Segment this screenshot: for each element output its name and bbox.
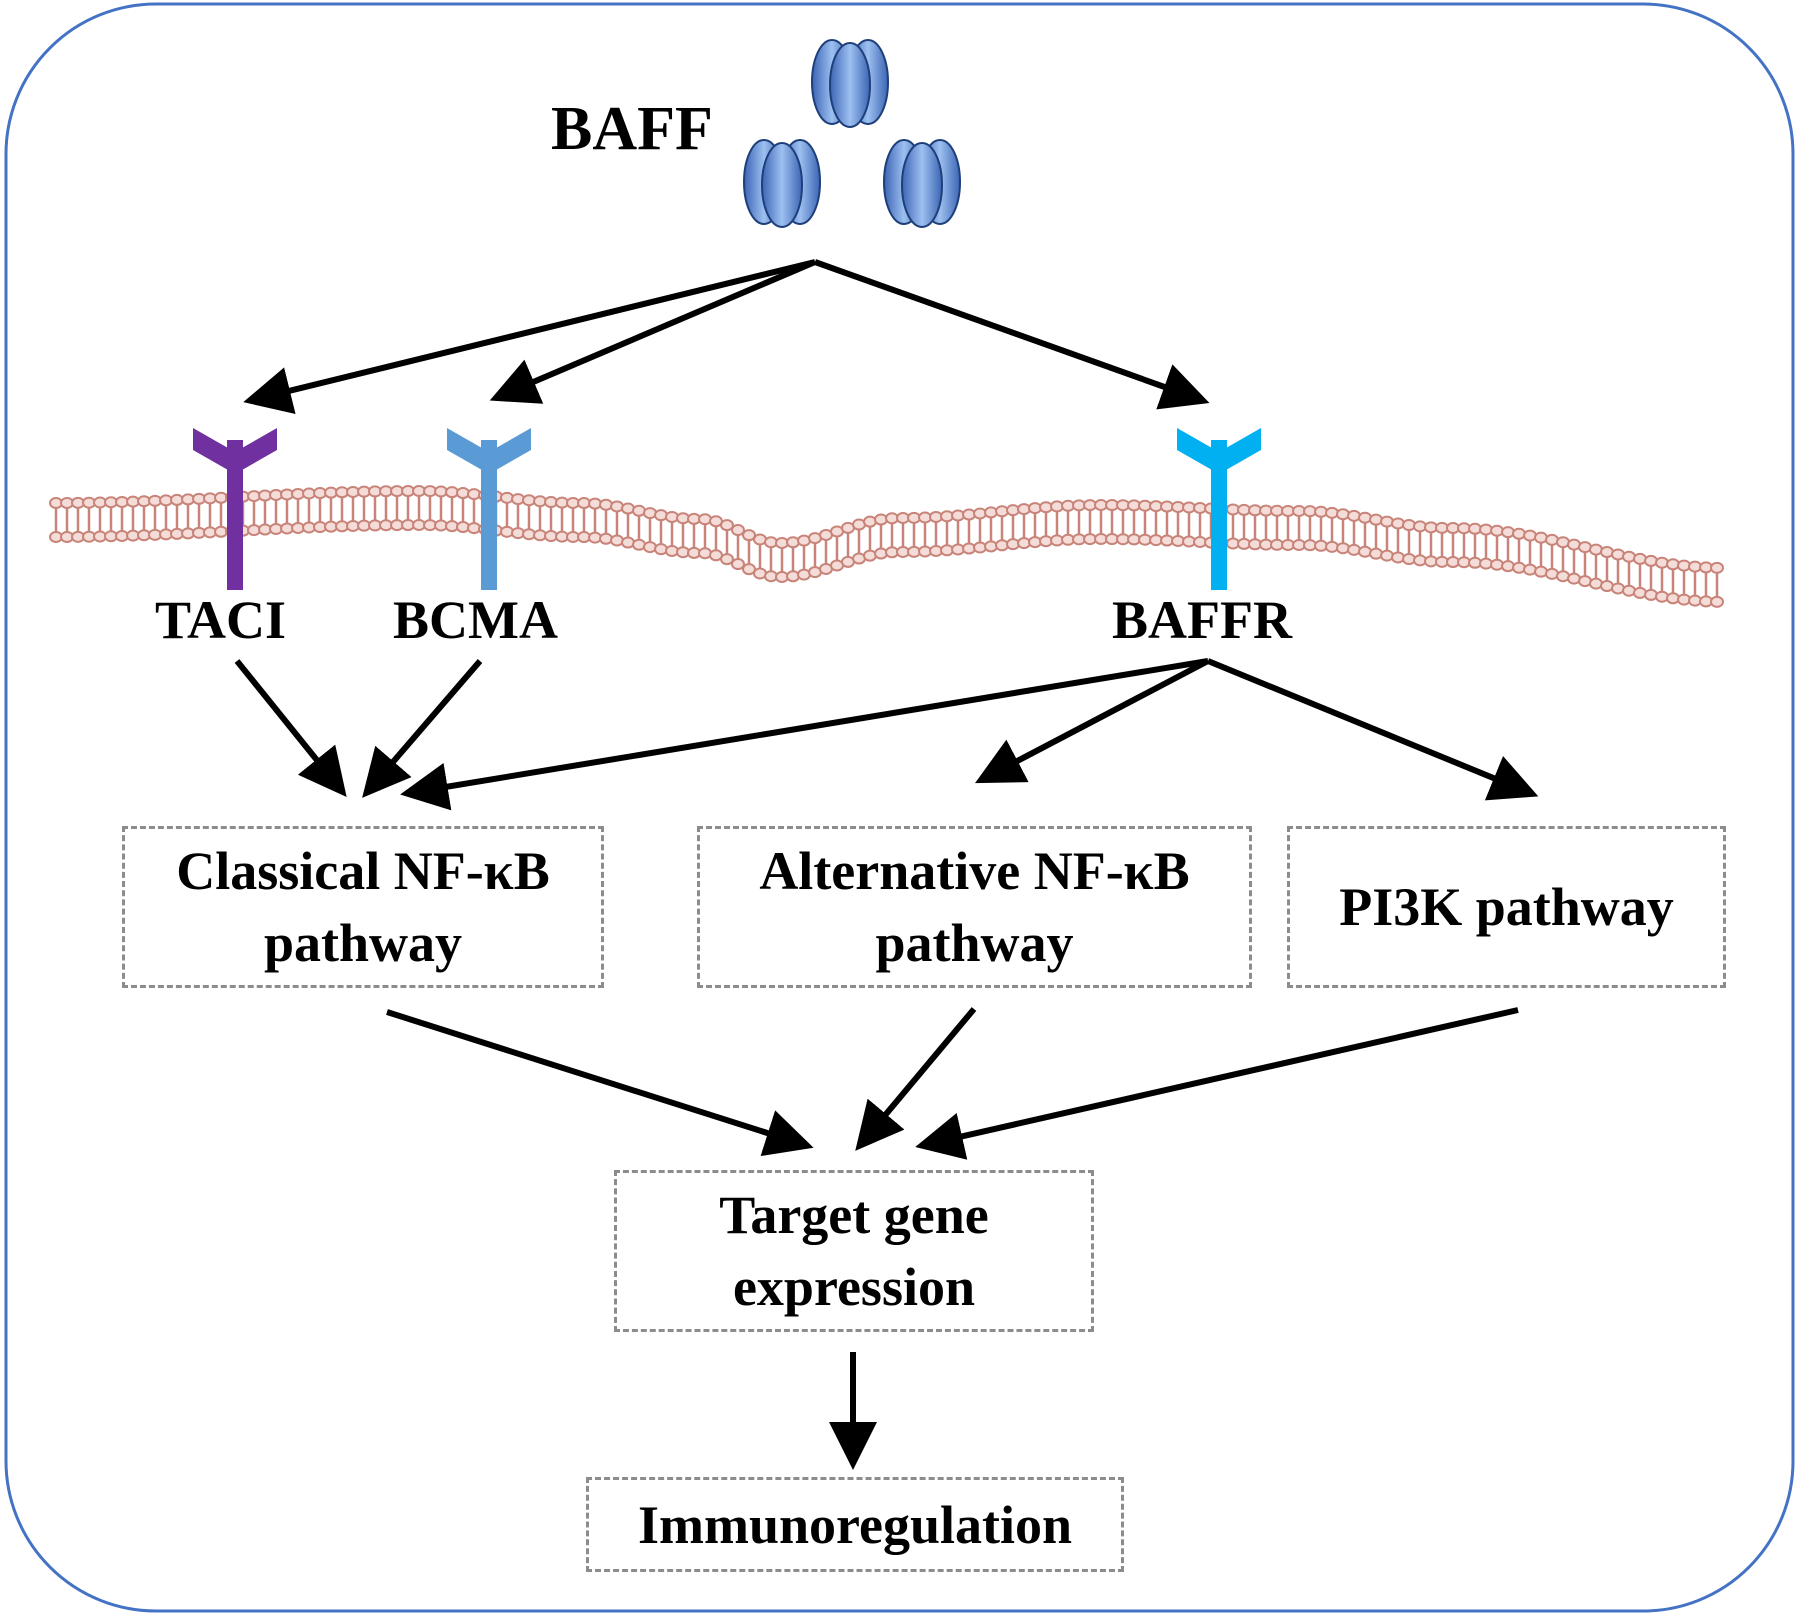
arrow-baff-to-taci — [243, 259, 816, 415]
arrow-baffr-to-alternative — [975, 658, 1210, 784]
arrow-baff-to-bcma — [489, 259, 817, 404]
pi3k-pathway-box: PI3K pathway — [1287, 826, 1726, 988]
alternative-nfkb-box: Alternative NF-κB pathway — [697, 826, 1252, 988]
cell-membrane — [49, 485, 1724, 608]
baffr-receptor — [1177, 428, 1261, 590]
arrow-pi3k-to-target — [915, 1007, 1519, 1160]
arrow-baff-to-baffr — [813, 259, 1210, 410]
bcma-label: BCMA — [393, 590, 558, 650]
classical-nfkb-box: Classical NF-κB pathway — [122, 826, 604, 988]
arrow-taci-to-classical — [234, 659, 347, 798]
arrow-classical-to-target — [386, 1009, 814, 1157]
receptor-arrows — [234, 658, 1539, 811]
alternative-nfkb-label: Alternative NF-κB pathway — [759, 841, 1190, 973]
baffr-label: BAFFR — [1112, 590, 1292, 650]
arrow-baffr-to-pi3k — [1206, 658, 1539, 801]
target-gene-label: Target gene expression — [719, 1185, 989, 1317]
arrow-baffr-to-classical — [400, 658, 1209, 811]
ligand-arrows — [243, 259, 1210, 415]
classical-nfkb-label: Classical NF-κB pathway — [176, 841, 550, 973]
baff-protein-left — [743, 139, 821, 228]
baff-protein-right — [883, 139, 961, 228]
arrow-alternative-to-target — [855, 1007, 977, 1151]
pathway-arrows — [386, 1007, 1519, 1470]
baff-protein-top — [811, 39, 889, 128]
baff-protein-group — [743, 39, 961, 228]
bcma-receptor — [447, 428, 531, 590]
taci-receptor — [193, 428, 277, 590]
immunoregulation-label: Immunoregulation — [637, 1494, 1073, 1555]
baff-label: BAFF — [551, 95, 713, 163]
outer-frame — [4, 2, 1795, 1613]
arrow-bcma-to-classical — [362, 659, 483, 798]
immunoregulation-box: Immunoregulation — [586, 1477, 1124, 1572]
taci-label: TACI — [155, 590, 287, 650]
target-gene-box: Target gene expression — [614, 1170, 1094, 1332]
pi3k-pathway-label: PI3K pathway — [1339, 877, 1674, 937]
